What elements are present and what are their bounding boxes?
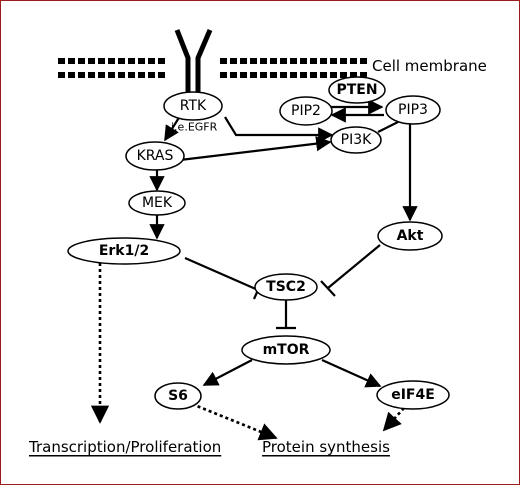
edge-pi3k-pip3 (377, 121, 399, 133)
output-protein-synthesis: Protein synthesis (262, 438, 390, 456)
membrane-dash (310, 58, 317, 64)
membrane-dash (220, 58, 227, 64)
membrane-dash (340, 72, 347, 78)
membrane-dash (300, 58, 307, 64)
membrane-dash (330, 72, 337, 78)
membrane-dash (230, 58, 237, 64)
membrane-dash (350, 58, 357, 64)
membrane-dash (78, 58, 85, 64)
membrane-dash (58, 72, 65, 78)
cell-membrane: Cell membrane (58, 57, 487, 78)
membrane-dash (108, 58, 115, 64)
membrane-dash (158, 58, 165, 64)
membrane-dash (270, 58, 277, 64)
membrane-dash (330, 58, 337, 64)
edge-akt-tsc2 (327, 244, 381, 289)
node-eif4e: eIF4E (376, 380, 450, 410)
edge-eif4e-protein (382, 407, 405, 432)
rtk-sublabel: i.e.EGFR (171, 121, 218, 134)
membrane-dash (290, 72, 297, 78)
kras-label: KRAS (137, 148, 174, 164)
membrane-dash (320, 72, 327, 78)
edge-mtor-eif4e (321, 358, 382, 388)
edge-rtk-pi3k (224, 116, 334, 143)
membrane-dash (360, 58, 367, 64)
pi3k-label: PI3K (341, 132, 372, 148)
membrane-dash (128, 58, 135, 64)
edge-kras-pi3k (179, 136, 332, 162)
membrane-dash (148, 58, 155, 64)
node-pip3: PIP3 (385, 95, 441, 125)
pten-label: PTEN (336, 82, 377, 98)
node-rtk: RTK i.e.EGFR (163, 91, 223, 134)
membrane-dash (88, 58, 95, 64)
node-pip2: PIP2 (279, 96, 333, 126)
membrane-dash (118, 72, 125, 78)
membrane-dash (220, 72, 227, 78)
membrane-dash (250, 72, 257, 78)
node-mek: MEK (128, 190, 186, 216)
membrane-dash (280, 72, 287, 78)
pip2-label: PIP2 (291, 103, 321, 119)
membrane-dash (280, 58, 287, 64)
edge-mtor-s6 (202, 359, 253, 386)
membrane-dash (128, 72, 135, 78)
membrane-dash (68, 58, 75, 64)
node-pi3k: PI3K (330, 126, 382, 154)
node-mtor: mTOR (241, 335, 331, 365)
rtk-label: RTK (180, 98, 207, 114)
membrane-dash (270, 72, 277, 78)
akt-label: Akt (397, 228, 424, 244)
node-s6: S6 (154, 382, 202, 410)
node-erk: Erk1/2 (67, 237, 181, 265)
edge-erk-tsc2 (184, 256, 259, 292)
s6-label: S6 (168, 388, 188, 404)
membrane-dash (148, 72, 155, 78)
membrane-dash (340, 58, 347, 64)
membrane-dash (240, 72, 247, 78)
node-akt: Akt (377, 221, 443, 251)
membrane-dash (78, 72, 85, 78)
membrane-dash (360, 72, 367, 78)
membrane-dash (310, 72, 317, 78)
erk-label: Erk1/2 (99, 243, 149, 259)
edge-rtk-kras (164, 115, 181, 142)
pip3-label: PIP3 (398, 102, 428, 118)
mtor-label: mTOR (263, 342, 310, 358)
membrane-dash (138, 58, 145, 64)
node-kras: KRAS (125, 141, 185, 171)
membrane-dash (138, 72, 145, 78)
tsc2-label: TSC2 (266, 279, 306, 295)
membrane-dash (260, 72, 267, 78)
membrane-dash (98, 58, 105, 64)
membrane-dash (58, 58, 65, 64)
membrane-dash (230, 72, 237, 78)
membrane-dash (290, 58, 297, 64)
output-transcription: Transcription/Proliferation (28, 438, 221, 456)
receptor-icon (174, 29, 213, 98)
edge-s6-protein (191, 402, 278, 441)
membrane-dash (158, 72, 165, 78)
membrane-dash (108, 72, 115, 78)
node-tsc2: TSC2 (254, 273, 318, 301)
membrane-dash (300, 72, 307, 78)
membrane-dash (260, 58, 267, 64)
inhibit-bar-akt-tsc2 (320, 280, 336, 297)
membrane-dash (118, 58, 125, 64)
membrane-dash (320, 58, 327, 64)
membrane-dash (350, 72, 357, 78)
node-pten: PTEN (328, 76, 386, 104)
membrane-dash (240, 58, 247, 64)
eif4e-label: eIF4E (391, 387, 435, 403)
membrane-dash (250, 58, 257, 64)
mek-label: MEK (142, 195, 173, 211)
membrane-dash (88, 72, 95, 78)
membrane-dash (68, 72, 75, 78)
membrane-dash (98, 72, 105, 78)
membrane-label: Cell membrane (372, 57, 487, 75)
